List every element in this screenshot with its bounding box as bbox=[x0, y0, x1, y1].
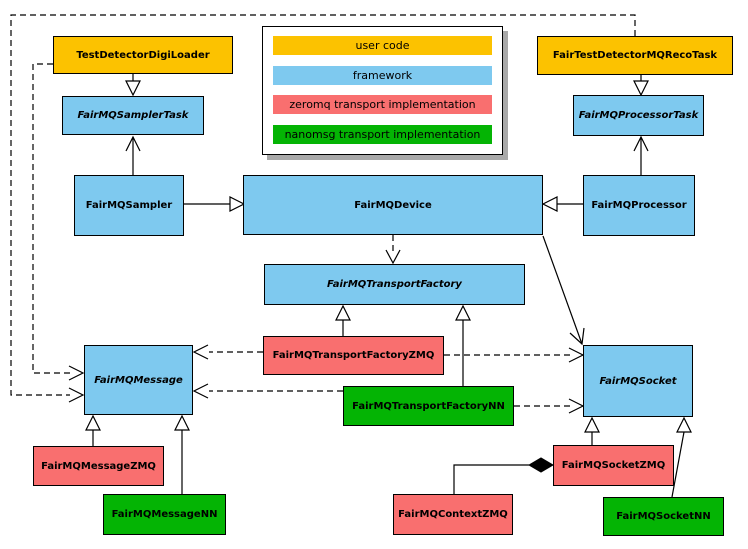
edge-factorynn-creates-socket bbox=[514, 398, 585, 414]
edge-factorynn-creates-message bbox=[192, 383, 343, 399]
inheritance-arrowhead bbox=[85, 414, 101, 431]
node-fairmq-socket: FairMQSocket bbox=[583, 345, 693, 417]
node-fairmq-socket-zmq: FairMQSocketZMQ bbox=[553, 445, 674, 486]
node-fairmq-sampler-task: FairMQSamplerTask bbox=[62, 96, 204, 135]
node-fair-test-detector-mq-reco-task: FairTestDetectorMQRecoTask bbox=[537, 36, 733, 75]
inheritance-arrowhead bbox=[335, 304, 351, 321]
node-fairmq-message-zmq: FairMQMessageZMQ bbox=[33, 446, 164, 486]
inheritance-arrowhead bbox=[455, 304, 471, 321]
edge-factoryzmq-creates-message bbox=[192, 344, 263, 360]
inheritance-arrowhead bbox=[633, 80, 649, 97]
node-fairmq-processor-task: FairMQProcessorTask bbox=[573, 95, 704, 136]
open-arrowhead bbox=[568, 347, 585, 363]
edge-factoryzmq-extends-factory bbox=[335, 304, 351, 336]
open-arrowhead bbox=[633, 135, 649, 152]
open-arrowhead bbox=[125, 135, 141, 152]
composition-diamond bbox=[528, 457, 554, 473]
edge-processor-extends-device bbox=[541, 196, 583, 212]
edge-recotask-creates-message bbox=[10, 14, 636, 403]
open-arrowhead bbox=[568, 398, 585, 414]
open-arrowhead bbox=[192, 344, 209, 360]
edge-socketzmq-owns-contextzmq bbox=[453, 457, 554, 494]
edge-factoryzmq-creates-socket bbox=[444, 347, 585, 363]
inheritance-arrowhead bbox=[584, 416, 600, 433]
edge-digiloader-creates-message bbox=[32, 63, 85, 381]
node-fairmq-transport-factory: FairMQTransportFactory bbox=[264, 264, 525, 305]
node-fairmq-processor: FairMQProcessor bbox=[583, 175, 695, 236]
node-fairmq-transport-factory-zmq: FairMQTransportFactoryZMQ bbox=[263, 336, 444, 375]
node-fairmq-message-nn: FairMQMessageNN bbox=[103, 494, 226, 535]
inheritance-arrowhead bbox=[174, 414, 190, 431]
edge-factorynn-extends-factory bbox=[455, 304, 471, 386]
open-arrowhead bbox=[68, 365, 85, 381]
open-arrowhead bbox=[385, 249, 401, 265]
node-fairmq-transport-factory-nn: FairMQTransportFactoryNN bbox=[343, 386, 514, 426]
edge-digiloader-extends-samplertask bbox=[125, 74, 141, 97]
node-fairmq-sampler: FairMQSampler bbox=[74, 175, 184, 236]
inheritance-arrowhead bbox=[676, 416, 692, 433]
node-fairmq-context-zmq: FairMQContextZMQ bbox=[393, 494, 513, 535]
open-arrowhead bbox=[192, 383, 209, 399]
inheritance-arrowhead bbox=[541, 196, 558, 212]
edge-device-uses-socket bbox=[542, 235, 585, 346]
inheritance-arrowhead bbox=[125, 80, 141, 97]
legend-swatch-framework: framework bbox=[273, 65, 492, 85]
edge-messagenn-extends-message bbox=[174, 414, 190, 494]
legend-swatch-user-code: user code bbox=[273, 36, 492, 55]
edge-device-depends-factory bbox=[385, 235, 401, 265]
edge-sampler-extends-device bbox=[184, 196, 246, 212]
edge-socketnn-extends-socket bbox=[671, 416, 692, 498]
inheritance-arrowhead bbox=[229, 196, 246, 212]
open-arrowhead bbox=[569, 327, 585, 346]
edge-socketzmq-extends-socket bbox=[584, 416, 600, 445]
edge-sampler-uses-samplertask bbox=[125, 135, 141, 175]
edge-messagezmq-extends-message bbox=[85, 414, 101, 446]
edge-processor-uses-processortask bbox=[633, 135, 649, 175]
node-fairmq-device: FairMQDevice bbox=[243, 175, 543, 235]
legend: user code framework zeromq transport imp… bbox=[262, 26, 503, 155]
node-fairmq-message: FairMQMessage bbox=[84, 345, 193, 415]
node-fairmq-socket-nn: FairMQSocketNN bbox=[603, 497, 724, 536]
edge-recotask-extends-processortask bbox=[633, 75, 649, 97]
legend-swatch-zeromq: zeromq transport implementation bbox=[273, 95, 492, 115]
node-test-detector-digi-loader: TestDetectorDigiLoader bbox=[53, 36, 233, 74]
legend-swatch-nanomsg: nanomsg transport implementation bbox=[273, 124, 492, 144]
open-arrowhead bbox=[68, 387, 85, 403]
